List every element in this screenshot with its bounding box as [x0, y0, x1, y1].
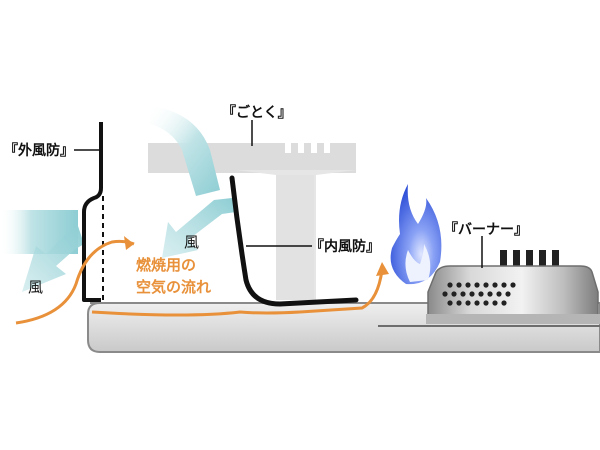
burner-label: 『バーナー』	[444, 221, 528, 238]
combustion-airflow	[15, 236, 389, 325]
trivet	[148, 141, 356, 300]
wind-label-center: 風	[184, 233, 199, 251]
inner-windscreen-label: 『内風防』	[310, 238, 380, 255]
wind-arrow-left-down	[22, 226, 84, 292]
outer-windscreen-label: 『外風防』	[4, 142, 74, 159]
trivet-label: 『ごとく』	[222, 104, 292, 121]
burner	[426, 250, 600, 324]
wind-label-left: 風	[28, 278, 43, 296]
airflow-label-line1: 燃焼用の	[136, 256, 196, 274]
outer-windscreen	[82, 122, 103, 302]
wind-arrow-center	[162, 198, 236, 258]
wind-arrow-top	[150, 106, 220, 196]
airflow-label-line2: 空気の流れ	[136, 278, 211, 296]
inner-windscreen	[229, 175, 359, 307]
burner-flame	[390, 184, 442, 285]
